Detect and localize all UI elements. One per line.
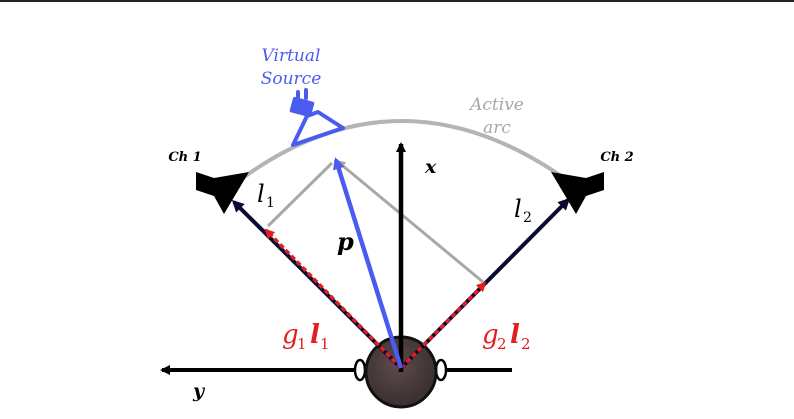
svg-text:2: 2 [521,335,531,353]
svg-text:l: l [510,320,520,350]
svg-text:l: l [310,320,320,350]
l2-label: l 2 [514,195,532,226]
svg-text:2: 2 [523,210,532,226]
p-label: p [337,227,354,256]
g1l1-label: g 1 l 1 [282,320,330,353]
virtual-source-label-line2: Source [261,69,322,89]
svg-text:1: 1 [320,335,330,353]
virtual-source-label-line1: Virtual [262,46,321,66]
virtual-source-speaker-icon [292,90,343,145]
active-arc-label-line2: arc [483,118,511,138]
svg-text:2: 2 [497,335,507,353]
svg-text:1: 1 [266,195,275,211]
y-axis-label: y [192,380,206,402]
g2l2-label: g 2 l 2 [482,320,531,353]
construction-line-left [268,163,332,226]
construction-line-right [337,161,483,282]
active-arc [232,121,575,186]
ch1-label: Ch 1 [168,150,201,165]
svg-text:l: l [514,195,522,223]
svg-text:1: 1 [297,335,307,353]
x-axis-label: x [424,156,437,178]
svg-text:l: l [257,180,265,208]
active-arc-label-line1: Active [468,95,524,115]
ch2-label: Ch 2 [600,150,633,165]
l1-label: l 1 [257,180,275,211]
